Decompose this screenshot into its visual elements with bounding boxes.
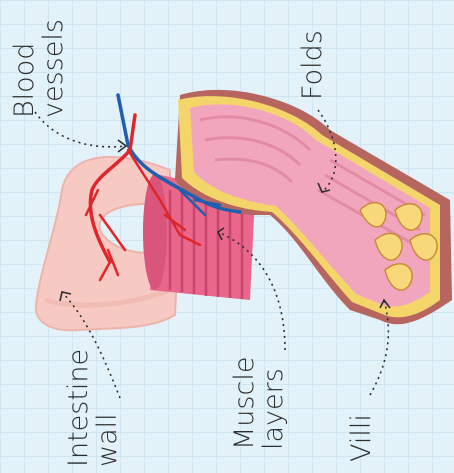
label-villi: Villi (347, 414, 376, 462)
label-folds: Folds (298, 30, 327, 100)
label-blood-vessels: Blood vessels (10, 19, 68, 118)
label-muscle-layers: Muscle layers (230, 357, 288, 450)
label-intestine-wall: Intestine wall (64, 349, 122, 467)
